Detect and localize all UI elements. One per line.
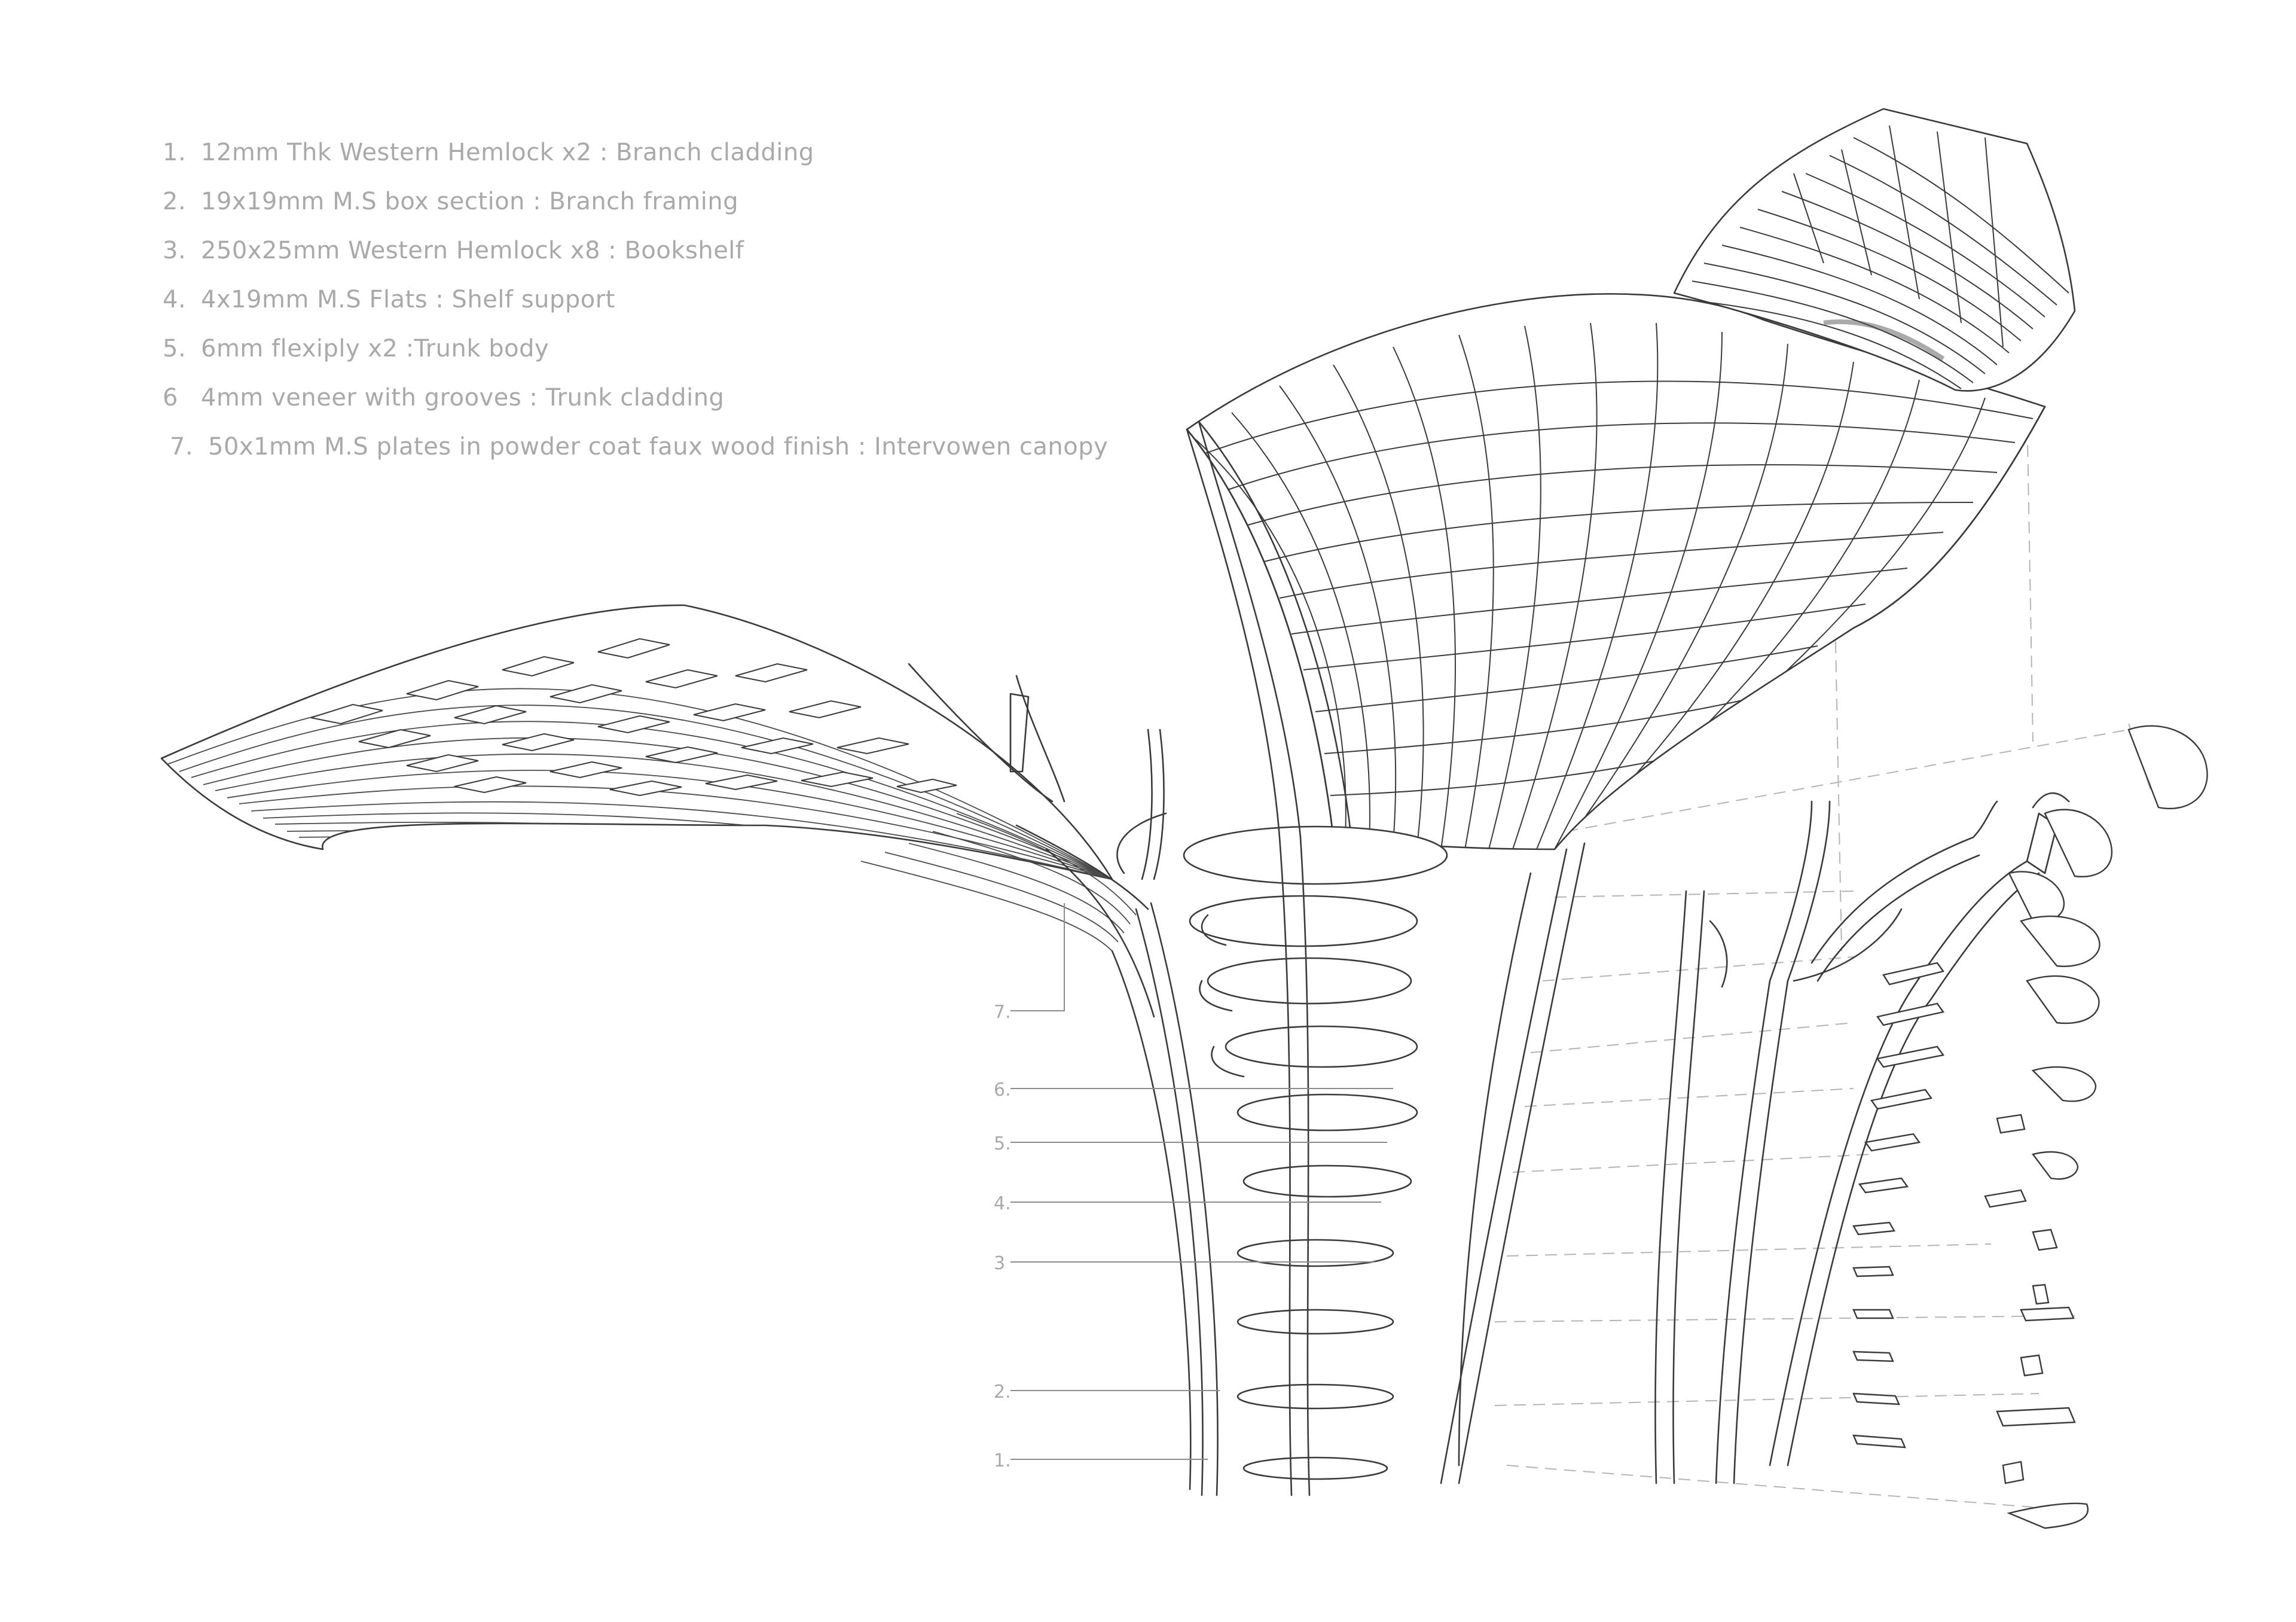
legend-item-6: 6 4mm veneer with grooves : Trunk claddin… xyxy=(163,384,1179,433)
trunk-bookshelves xyxy=(1116,812,1448,1480)
legend-number: 2. xyxy=(163,188,187,215)
callout-5: 5. xyxy=(994,1133,1011,1154)
callout-labels: 7. 6. 5. 4. 3 2. 1. xyxy=(994,1002,1011,1471)
legend-item-4: 4. 4x19mm M.S Flats : Shelf support xyxy=(163,286,1179,335)
legend-text: 4x19mm M.S Flats : Shelf support xyxy=(201,286,615,313)
central-canopy xyxy=(1186,293,2046,850)
legend-text: 4mm veneer with grooves : Trunk cladding xyxy=(201,384,725,411)
exploded-cladding-pieces xyxy=(1852,725,2208,1529)
legend-item-5: 5. 6mm flexiply x2 :Trunk body xyxy=(163,335,1179,384)
legend-item-7: 7. 50x1mm M.S plates in powder coat faux … xyxy=(170,433,1179,482)
legend-number: 4. xyxy=(163,286,187,313)
legend-text: 12mm Thk Western Hemlock x2 : Branch cla… xyxy=(201,139,814,166)
callout-6: 6. xyxy=(994,1080,1011,1100)
legend-text: 250x25mm Western Hemlock x8 : Bookshelf xyxy=(201,237,744,264)
legend-number: 1. xyxy=(163,139,187,166)
top-right-canopy xyxy=(1673,108,2076,392)
legend-number: 5. xyxy=(163,335,187,362)
legend-text: 50x1mm M.S plates in powder coat faux wo… xyxy=(208,433,1109,461)
legend-number: 3. xyxy=(163,237,187,264)
callout-7: 7. xyxy=(994,1002,1011,1023)
legend-item-1: 1. 12mm Thk Western Hemlock x2 : Branch c… xyxy=(163,139,1179,188)
legend-number: 7. xyxy=(170,433,194,461)
callout-3: 3 xyxy=(994,1253,1005,1274)
legend-text: 6mm flexiply x2 :Trunk body xyxy=(201,335,549,362)
legend-text: 19x19mm M.S box section : Branch framing xyxy=(201,188,739,215)
callout-4: 4. xyxy=(994,1193,1011,1214)
material-legend: 1. 12mm Thk Western Hemlock x2 : Branch c… xyxy=(163,139,1179,482)
legend-item-3: 3. 250x25mm Western Hemlock x8 : Bookshel… xyxy=(163,237,1179,286)
legend-item-2: 2. 19x19mm M.S box section : Branch frami… xyxy=(163,188,1179,237)
callout-leaders xyxy=(1010,903,1393,1460)
branch-frames xyxy=(1654,792,2070,1484)
left-canopy xyxy=(160,604,1149,952)
callout-1: 1. xyxy=(994,1450,1011,1471)
callout-2: 2. xyxy=(994,1382,1011,1403)
legend-number: 6 xyxy=(163,384,178,411)
